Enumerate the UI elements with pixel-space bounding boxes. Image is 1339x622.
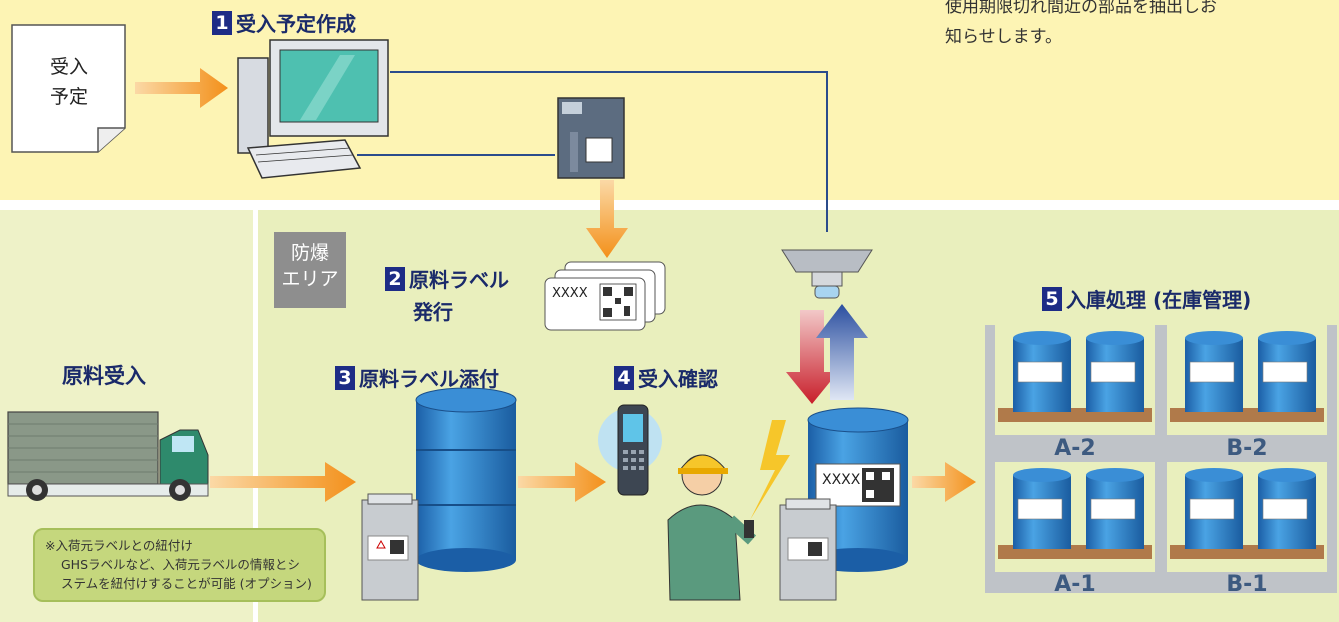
arrow-to-storage xyxy=(912,462,976,502)
top-note: 使用期限切れ間近の部品を抽出しお 知らせします。 xyxy=(945,0,1217,47)
signal-lightning xyxy=(750,420,790,520)
rack-drums xyxy=(1013,331,1316,549)
step-4-title: 4 受入確認 xyxy=(614,363,718,392)
arrow-down-red xyxy=(786,310,838,404)
step-5-title: 5 入庫処理 (在庫管理) xyxy=(1042,284,1251,313)
arrow-printer-to-label xyxy=(586,180,628,258)
can-icon-confirm xyxy=(779,498,837,601)
step-1-title: 1 受入予定作成 xyxy=(212,8,356,37)
callout-line-2: GHSラベルなど、入荷元ラベルの情報とシ xyxy=(61,557,300,572)
rack-label-b1: B-1 xyxy=(1226,572,1268,597)
network-lines xyxy=(357,71,828,232)
step-2-title: 2 原料ラベル xyxy=(385,264,509,293)
drum-icon xyxy=(415,387,517,572)
step-number: 5 xyxy=(1042,286,1062,311)
step-number: 2 xyxy=(385,266,405,291)
document-label: 受入 予定 xyxy=(49,56,88,108)
step-2-title-line2: 発行 xyxy=(413,296,453,325)
rack-label-b2: B-2 xyxy=(1226,436,1268,461)
step-label: 原料ラベル xyxy=(409,268,509,292)
arrow-truck-to-drum xyxy=(210,462,356,502)
receiving-title: 原料受入 xyxy=(62,364,146,388)
step-label: 受入確認 xyxy=(638,367,718,391)
can-icon xyxy=(361,493,419,601)
rack-label-a2: A-2 xyxy=(1054,436,1096,461)
area-divider xyxy=(253,210,258,622)
explosion-proof-zone-label: 防爆 エリア xyxy=(274,232,346,308)
label-text: XXXX xyxy=(552,286,588,301)
step-number: 3 xyxy=(335,365,355,390)
step-number: 4 xyxy=(614,365,634,390)
worker-icon xyxy=(667,454,757,601)
arrow-document-to-pc xyxy=(135,68,228,108)
drum-icon-confirm xyxy=(807,407,909,572)
step-label: 原料ラベル添付 xyxy=(359,367,499,391)
truck-icon xyxy=(7,411,209,501)
handheld-scanner-icon xyxy=(598,404,662,496)
label-printer-icon xyxy=(557,97,625,179)
band-divider xyxy=(0,200,1339,210)
rack-label-a1: A-1 xyxy=(1054,572,1096,597)
arrow-drum-to-scanner xyxy=(518,462,606,502)
callout-line-3: ステムを紐付けすることが可能 (オプション) xyxy=(61,576,312,591)
document-icon xyxy=(11,24,126,153)
arrow-up-blue xyxy=(816,304,868,400)
step-3-title: 3 原料ラベル添付 xyxy=(335,363,499,392)
label-icon xyxy=(544,261,666,331)
linking-note-callout: ※入荷元ラベルとの紐付け GHSラベルなど、入荷元ラベルの情報とシ ステムを紐付… xyxy=(33,528,326,602)
step-label: 入庫処理 (在庫管理) xyxy=(1066,288,1252,312)
callout-line-1: ※入荷元ラベルとの紐付け xyxy=(45,538,193,553)
drum-label-text: XXXX xyxy=(822,472,861,488)
computer-icon xyxy=(237,39,389,179)
step-label-line2: 発行 xyxy=(413,300,453,324)
step-label: 受入予定作成 xyxy=(236,12,356,36)
step-number: 1 xyxy=(212,10,232,35)
ceiling-antenna-icon xyxy=(781,249,873,299)
